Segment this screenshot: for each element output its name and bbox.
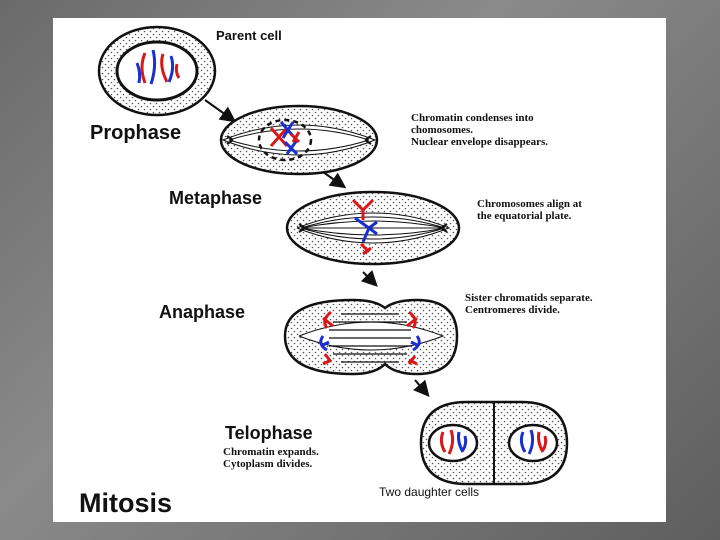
prophase-note-line: Chromatin condenses into — [411, 112, 534, 124]
telophase-note-line: Cytoplasm divides. — [223, 458, 313, 470]
telophase-label: Telophase — [225, 423, 313, 443]
telophase-note-line: Chromatin expands. — [223, 446, 319, 458]
mitosis-slide: Parent cell Prophase Metaphase Anaphase … — [53, 18, 666, 522]
parent-cell — [97, 25, 217, 117]
anaphase-cell — [283, 298, 459, 376]
arrow-to-prophase — [204, 99, 237, 123]
prophase-note: Chromatin condenses into chomosomes. Nuc… — [411, 112, 548, 148]
anaphase-note: Sister chromatids separate. Centromeres … — [465, 292, 593, 316]
telophase-cells — [419, 400, 569, 486]
telophase-note: Chromatin expands. Cytoplasm divides. — [223, 446, 319, 470]
metaphase-note: Chromosomes align at the equatorial plat… — [477, 198, 582, 222]
parent-cell-label: Parent cell — [216, 28, 282, 43]
prophase-label: Prophase — [90, 122, 182, 144]
mitosis-title: Mitosis — [79, 488, 173, 518]
arrow-to-anaphase — [360, 269, 378, 287]
metaphase-label: Metaphase — [169, 188, 263, 208]
prophase-note-line: Nuclear envelope disappears. — [411, 136, 548, 148]
anaphase-note-line: Centromeres divide. — [465, 304, 560, 316]
prophase-note-line: chomosomes. — [411, 124, 474, 136]
daughter-cells-label: Two daughter cells — [379, 485, 480, 499]
metaphase-cell — [285, 190, 461, 266]
metaphase-note-line: the equatorial plate. — [477, 210, 572, 222]
mitosis-diagram — [97, 25, 569, 486]
arrow-to-telophase — [413, 379, 430, 398]
anaphase-note-line: Sister chromatids separate. — [465, 292, 593, 304]
anaphase-label: Anaphase — [159, 302, 246, 322]
metaphase-note-line: Chromosomes align at — [477, 198, 582, 210]
arrow-to-metaphase — [322, 171, 347, 189]
prophase-cell — [219, 104, 379, 176]
